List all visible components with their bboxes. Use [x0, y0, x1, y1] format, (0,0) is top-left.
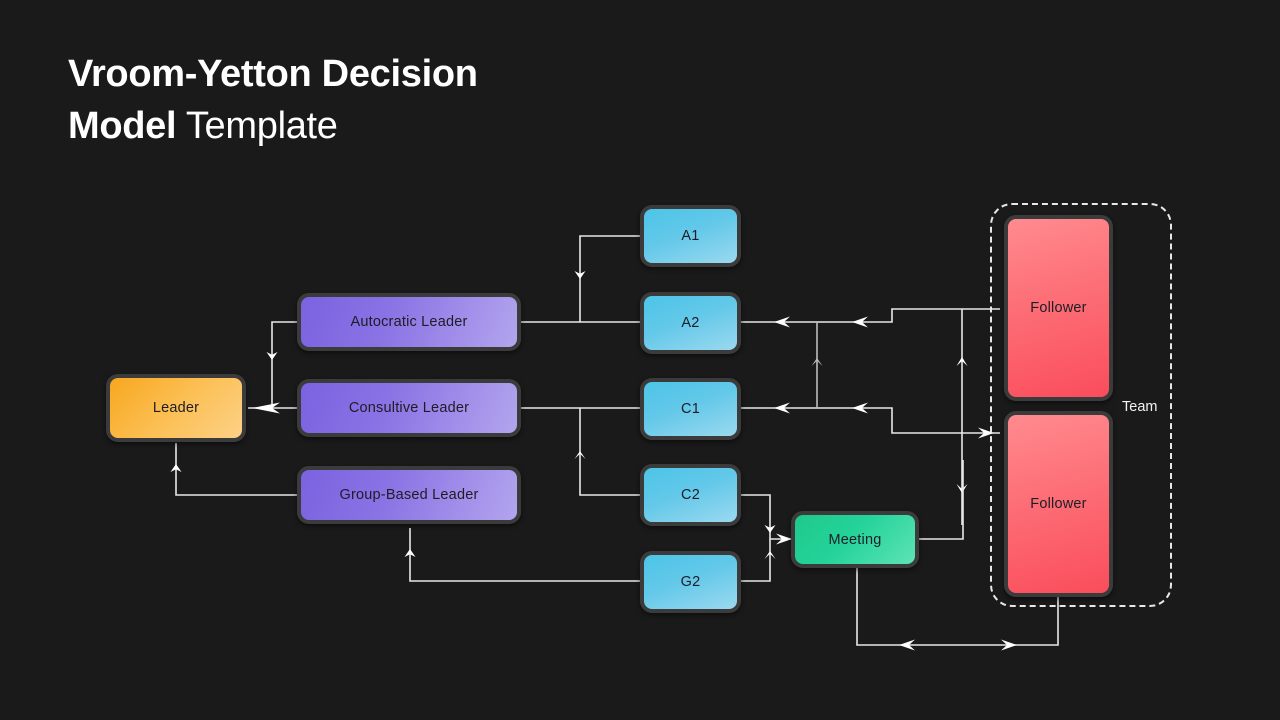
- wire-a1-drop: [579, 235, 640, 322]
- wire-meeting-to-follower: [918, 460, 964, 540]
- node-group-based-leader-label: Group-Based Leader: [339, 487, 479, 503]
- wire-c2-to-meeting: [741, 494, 792, 540]
- node-meeting-label: Meeting: [828, 531, 882, 548]
- arrowhead-up-c2: [574, 451, 586, 459]
- arrowhead-right-loop: [1001, 639, 1017, 651]
- arrowhead-down-autocratic: [266, 352, 278, 360]
- node-follower-1[interactable]: Follower: [1004, 215, 1113, 401]
- node-outcome-a2[interactable]: A2: [640, 292, 741, 354]
- arrowhead-down-a1: [574, 271, 586, 279]
- node-outcome-a1-label: A1: [681, 228, 700, 244]
- node-outcome-c1[interactable]: C1: [640, 378, 741, 440]
- arrowhead-up-riser: [811, 358, 823, 366]
- node-outcome-c2[interactable]: C2: [640, 464, 741, 526]
- node-outcome-c2-label: C2: [681, 487, 700, 503]
- page-title-bold-line2: Model: [68, 105, 177, 147]
- wire-autocratic-to-leader: [271, 321, 298, 408]
- arrowhead-left-a2-a: [774, 316, 790, 328]
- wire-a2-from-team: [741, 308, 1000, 323]
- node-follower-2-label: Follower: [1030, 496, 1087, 512]
- node-leader-label: Leader: [152, 400, 200, 416]
- team-label: Team: [1122, 399, 1158, 415]
- wire-c2-rise: [579, 408, 640, 496]
- arrowhead-left-loop: [899, 639, 915, 651]
- arrowhead-up-meeting-in: [764, 551, 776, 559]
- arrowhead-down-meeting-in: [764, 525, 776, 533]
- node-meeting[interactable]: Meeting: [791, 511, 919, 568]
- wire-c1-from-team: [741, 407, 1000, 434]
- arrowhead-left-c1-a: [774, 402, 790, 414]
- node-follower-2[interactable]: Follower: [1004, 411, 1113, 597]
- arrowhead-up-leader: [170, 464, 182, 472]
- node-autocratic-leader-label: Autocratic Leader: [350, 314, 468, 330]
- wire-g2-to-meeting: [741, 539, 771, 582]
- wire-g2-to-groupbased: [409, 528, 640, 582]
- node-outcome-g2[interactable]: G2: [640, 551, 741, 613]
- arrowhead-right-meeting: [776, 533, 792, 545]
- arrowhead-up-trunk: [956, 357, 968, 366]
- node-outcome-c1-label: C1: [681, 401, 700, 417]
- node-consultive-leader-label: Consultive Leader: [348, 400, 470, 416]
- node-consultive-leader[interactable]: Consultive Leader: [297, 379, 521, 437]
- node-outcome-g2-label: G2: [680, 574, 701, 590]
- page-title-bold-line1: Vroom-Yetton Decision: [68, 53, 478, 95]
- arrowhead-left-c1-b: [852, 402, 868, 414]
- node-outcome-a2-label: A2: [681, 315, 700, 331]
- node-outcome-a1[interactable]: A1: [640, 205, 741, 267]
- arrowhead-up-g2: [404, 549, 416, 557]
- page-title-regular: Template: [176, 105, 338, 147]
- page-title: Vroom-Yetton Decision Model Template: [68, 48, 478, 152]
- node-follower-1-label: Follower: [1030, 300, 1087, 316]
- node-autocratic-leader[interactable]: Autocratic Leader: [297, 293, 521, 351]
- wire-groupbased-to-leader: [175, 443, 298, 496]
- arrowhead-left-leader: [252, 402, 280, 414]
- node-group-based-leader[interactable]: Group-Based Leader: [297, 466, 521, 524]
- node-leader[interactable]: Leader: [106, 374, 246, 442]
- arrowhead-down-trunk: [956, 484, 968, 493]
- team-container: [990, 203, 1172, 607]
- arrowhead-left-a2-b: [852, 316, 868, 328]
